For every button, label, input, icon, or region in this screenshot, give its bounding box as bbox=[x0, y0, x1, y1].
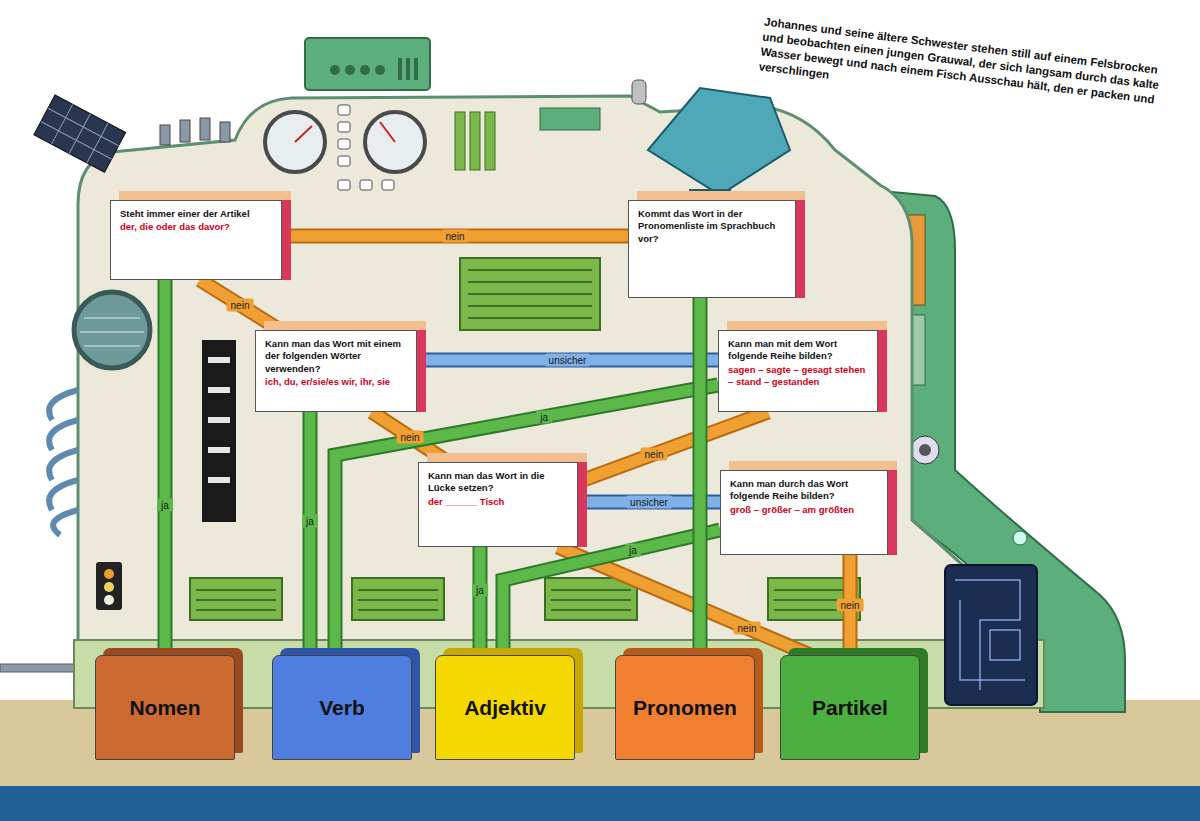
pipe-connector bbox=[480, 547, 481, 655]
vent bbox=[460, 258, 600, 330]
word-bin: Verb bbox=[272, 655, 412, 760]
example-text: der ______ Tisch bbox=[428, 496, 568, 508]
question-text: Kann man mit dem Wort folgende Reihe bil… bbox=[728, 338, 868, 363]
pipe bbox=[200, 280, 280, 330]
pressure-gauges bbox=[265, 112, 425, 172]
question-box: Kommt das Wort in der Pronomenliste im S… bbox=[628, 200, 796, 298]
machine-body bbox=[78, 96, 1040, 700]
pipe-outline bbox=[473, 547, 488, 655]
pipe-outline bbox=[303, 412, 318, 655]
word-bin: Partikel bbox=[780, 655, 920, 760]
rivet bbox=[1013, 531, 1027, 545]
pipe-connector bbox=[165, 280, 166, 655]
circuit-lines bbox=[955, 580, 1025, 690]
bin-label: Nomen bbox=[129, 696, 200, 720]
pipe-label: ja bbox=[157, 499, 173, 512]
pipe bbox=[503, 530, 720, 655]
pipe-outline bbox=[335, 385, 718, 655]
pipe bbox=[160, 280, 171, 655]
round-screen bbox=[74, 292, 150, 368]
pipe-outline bbox=[503, 530, 720, 655]
bin-label: Partikel bbox=[812, 696, 888, 720]
circuit-panel bbox=[945, 565, 1037, 705]
top-grille bbox=[540, 108, 600, 130]
pipe bbox=[695, 298, 706, 655]
pipe-label: nein bbox=[734, 622, 761, 635]
pipe-label: ja bbox=[302, 515, 318, 528]
question-box: Kann man das Wort in die Lücke setzen?de… bbox=[418, 462, 578, 547]
question-text: Kann man durch das Wort folgende Reihe b… bbox=[730, 478, 878, 503]
top-module-lights bbox=[330, 58, 418, 80]
pipe bbox=[305, 412, 316, 655]
pipe-label: nein bbox=[442, 230, 469, 243]
question-text: Kommt das Wort in der Pronomenliste im S… bbox=[638, 208, 786, 245]
solar-panel bbox=[34, 95, 126, 172]
coil-hose bbox=[49, 390, 78, 535]
film-strip bbox=[202, 340, 236, 522]
pipe bbox=[417, 355, 718, 366]
pipe-label: unsicher bbox=[545, 354, 591, 367]
question-box: Kann man durch das Wort folgende Reihe b… bbox=[720, 470, 888, 555]
buttons bbox=[338, 105, 394, 190]
pipe-label: nein bbox=[837, 599, 864, 612]
pipe bbox=[282, 231, 628, 242]
roof-bolts bbox=[160, 118, 230, 145]
question-text: Kann man das Wort in die Lücke setzen? bbox=[428, 470, 568, 495]
pipe-outline bbox=[158, 280, 173, 655]
pipe-outline bbox=[693, 298, 708, 655]
word-bin: Nomen bbox=[95, 655, 235, 760]
pipe bbox=[475, 547, 486, 655]
bottom-vent-slits bbox=[196, 590, 854, 610]
screen-lines bbox=[80, 318, 144, 346]
pipe-outline bbox=[200, 280, 280, 330]
question-box: Kann man mit dem Wort folgende Reihe bil… bbox=[718, 330, 878, 412]
word-bin: Adjektiv bbox=[435, 655, 575, 760]
pipe-connector bbox=[200, 280, 280, 330]
pipe-outline bbox=[417, 353, 718, 368]
pipe-label: nein bbox=[641, 448, 668, 461]
pipe-connector bbox=[335, 385, 718, 655]
signal-light bbox=[96, 562, 122, 610]
input-sentence: Johannes und seine ältere Schwester steh… bbox=[758, 15, 1182, 125]
side-dial bbox=[911, 436, 939, 464]
example-text: der, die oder das davor? bbox=[120, 221, 272, 233]
example-text: groß – größer – am größten bbox=[730, 504, 878, 516]
pipe-connector bbox=[503, 530, 720, 655]
feed-pipe bbox=[0, 664, 80, 672]
pipe-label: ja bbox=[536, 410, 552, 423]
pipe-label: unsicher bbox=[626, 496, 672, 509]
word-bin: Pronomen bbox=[615, 655, 755, 760]
bin-label: Pronomen bbox=[633, 696, 737, 720]
pipe-connector bbox=[310, 412, 311, 655]
question-box: Steht immer einer der Artikelder, die od… bbox=[110, 200, 282, 280]
pipe-connector bbox=[700, 298, 701, 655]
bin-label: Verb bbox=[319, 696, 365, 720]
film-frames bbox=[208, 360, 230, 480]
side-dial bbox=[919, 444, 931, 456]
question-box: Kann man das Wort mit einem der folgende… bbox=[255, 330, 417, 412]
vent-slits bbox=[468, 270, 592, 318]
question-text: Kann man das Wort mit einem der folgende… bbox=[265, 338, 407, 375]
example-text: ich, du, er/sie/es wir, ihr, sie bbox=[265, 376, 407, 388]
example-text: sagen – sagte – gesagt stehen – stand – … bbox=[728, 364, 868, 389]
pipe bbox=[335, 385, 718, 655]
pipe-label: nein bbox=[397, 431, 424, 444]
bin-label: Adjektiv bbox=[464, 696, 546, 720]
bottom-vents bbox=[190, 578, 860, 620]
pipe-label: nein bbox=[227, 299, 254, 312]
water-band bbox=[0, 786, 1200, 821]
pipe-label: ja bbox=[625, 544, 641, 557]
pipe-label: ja bbox=[472, 584, 488, 597]
question-text: Steht immer einer der Artikel bbox=[120, 208, 272, 220]
top-module bbox=[305, 38, 430, 90]
pipe-outline bbox=[282, 229, 628, 244]
top-vent bbox=[455, 112, 495, 170]
